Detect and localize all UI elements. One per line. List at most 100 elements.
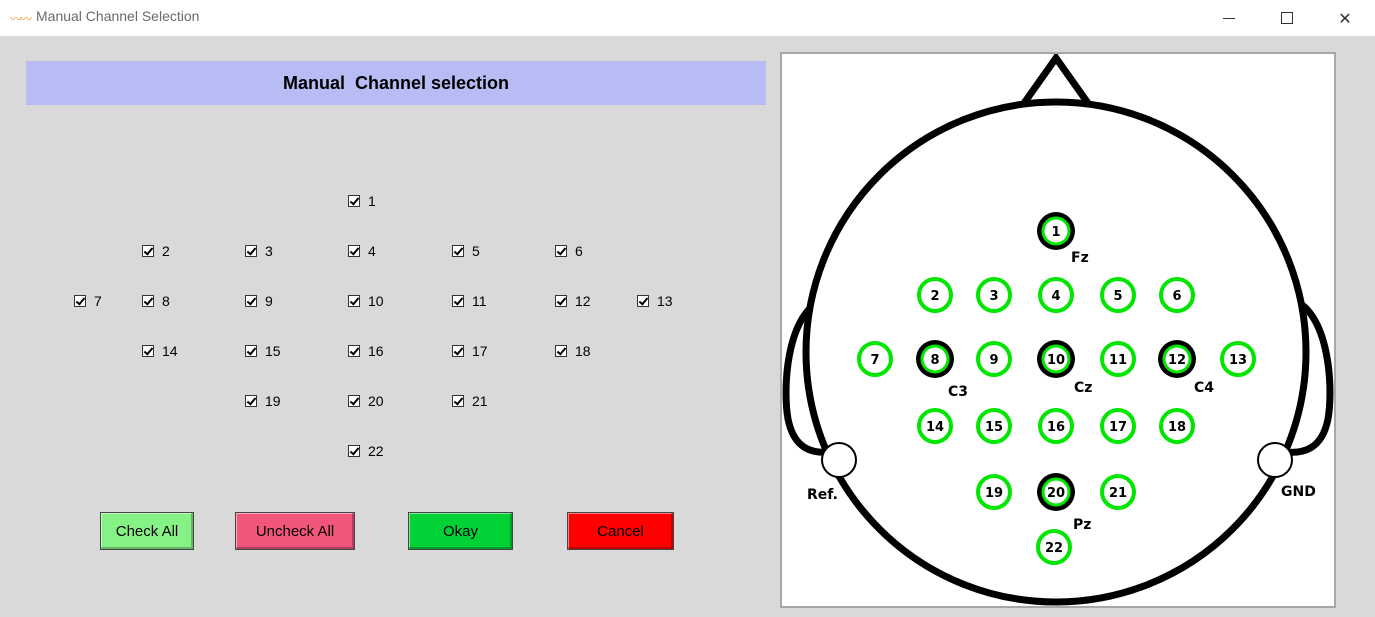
channel-checkbox-17[interactable]: 17: [452, 342, 488, 360]
electrode-ring: [1041, 477, 1071, 507]
channel-checkbox-1[interactable]: 1: [348, 192, 376, 210]
channel-checkbox-14[interactable]: 14: [142, 342, 178, 360]
checkbox-checked-icon[interactable]: [555, 295, 567, 307]
electrode-ring: [1038, 408, 1074, 444]
electrode-ring: [1041, 216, 1071, 246]
electrode-ring: [1220, 341, 1256, 377]
electrode-8: 8: [916, 340, 954, 378]
ref-electrode: [821, 442, 857, 478]
checkbox-label: 16: [368, 343, 384, 359]
electrode-2: 2: [917, 277, 953, 313]
checkbox-label: 18: [575, 343, 591, 359]
electrode-number: 10: [1047, 353, 1065, 368]
electrode-18: 18: [1159, 408, 1195, 444]
checkbox-checked-icon[interactable]: [142, 245, 154, 257]
channel-checkbox-3[interactable]: 3: [245, 242, 273, 260]
electrode-ring: [976, 408, 1012, 444]
checkbox-label: 5: [472, 243, 480, 259]
electrode-15: 15: [976, 408, 1012, 444]
channel-checkbox-8[interactable]: 8: [142, 292, 170, 310]
checkbox-checked-icon[interactable]: [555, 345, 567, 357]
checkbox-checked-icon[interactable]: [452, 295, 464, 307]
channel-checkbox-6[interactable]: 6: [555, 242, 583, 260]
channel-checkbox-9[interactable]: 9: [245, 292, 273, 310]
electrode-number: 13: [1229, 353, 1247, 368]
channel-checkbox-20[interactable]: 20: [348, 392, 384, 410]
checkbox-checked-icon[interactable]: [348, 295, 360, 307]
checkbox-label: 9: [265, 293, 273, 309]
checkbox-checked-icon[interactable]: [637, 295, 649, 307]
checkbox-label: 15: [265, 343, 281, 359]
checkbox-checked-icon[interactable]: [348, 245, 360, 257]
electrode-4: 4: [1038, 277, 1074, 313]
okay-button[interactable]: Okay: [408, 512, 513, 550]
minimize-button[interactable]: [1200, 0, 1258, 36]
channel-checkbox-21[interactable]: 21: [452, 392, 488, 410]
checkbox-checked-icon[interactable]: [142, 345, 154, 357]
checkbox-checked-icon[interactable]: [452, 245, 464, 257]
electrode-12: 12: [1158, 340, 1196, 378]
checkbox-label: 14: [162, 343, 178, 359]
checkbox-label: 19: [265, 393, 281, 409]
maximize-button[interactable]: [1258, 0, 1316, 36]
checkbox-checked-icon[interactable]: [452, 395, 464, 407]
electrode-21: 21: [1100, 474, 1136, 510]
electrode-6: 6: [1159, 277, 1195, 313]
checkbox-checked-icon[interactable]: [142, 295, 154, 307]
electrode-number: 11: [1109, 353, 1127, 368]
channel-checkbox-22[interactable]: 22: [348, 442, 384, 460]
cancel-button[interactable]: Cancel: [567, 512, 674, 550]
checkbox-checked-icon[interactable]: [245, 295, 257, 307]
channel-checkbox-2[interactable]: 2: [142, 242, 170, 260]
electrode-number: 9: [989, 353, 998, 368]
electrode-17: 17: [1100, 408, 1136, 444]
c3-label: C3: [948, 384, 968, 400]
checkbox-checked-icon[interactable]: [348, 345, 360, 357]
electrode-ring: [1100, 408, 1136, 444]
electrode-ring: [1038, 277, 1074, 313]
channel-checkbox-13[interactable]: 13: [637, 292, 673, 310]
right-ear-shape: [1283, 294, 1334, 456]
electrode-ring: [1162, 344, 1192, 374]
checkbox-checked-icon[interactable]: [348, 395, 360, 407]
checkbox-checked-icon[interactable]: [348, 195, 360, 207]
checkbox-label: 20: [368, 393, 384, 409]
electrode-ring: [917, 277, 953, 313]
title-bar: 〰〰 Manual Channel Selection ✕: [0, 0, 1375, 36]
checkbox-checked-icon[interactable]: [452, 345, 464, 357]
checkbox-checked-icon[interactable]: [555, 245, 567, 257]
checkbox-checked-icon[interactable]: [74, 295, 86, 307]
electrode-ring: [920, 344, 950, 374]
electrode-ring: [976, 474, 1012, 510]
channel-checkbox-12[interactable]: 12: [555, 292, 591, 310]
channel-checkbox-19[interactable]: 19: [245, 392, 281, 410]
fz-label: Fz: [1071, 250, 1089, 266]
channel-checkbox-15[interactable]: 15: [245, 342, 281, 360]
checkbox-checked-icon[interactable]: [245, 245, 257, 257]
electrode-14: 14: [917, 408, 953, 444]
checkbox-label: 6: [575, 243, 583, 259]
electrode-number: 8: [930, 353, 939, 368]
channel-checkbox-7[interactable]: 7: [74, 292, 102, 310]
uncheck-all-button[interactable]: Uncheck All: [235, 512, 355, 550]
electrode-ring: [1159, 408, 1195, 444]
electrode-number: 21: [1109, 486, 1127, 501]
check-all-button[interactable]: Check All: [100, 512, 194, 550]
checkbox-label: 10: [368, 293, 384, 309]
electrode-number: 5: [1113, 289, 1122, 304]
channel-checkbox-4[interactable]: 4: [348, 242, 376, 260]
channel-checkbox-10[interactable]: 10: [348, 292, 384, 310]
channel-checkbox-5[interactable]: 5: [452, 242, 480, 260]
checkbox-checked-icon[interactable]: [348, 445, 360, 457]
checkbox-label: 13: [657, 293, 673, 309]
minimize-icon: [1223, 17, 1235, 19]
channel-checkbox-16[interactable]: 16: [348, 342, 384, 360]
electrode-number: 19: [985, 486, 1003, 501]
electrode-ring: [1100, 341, 1136, 377]
checkbox-checked-icon[interactable]: [245, 395, 257, 407]
close-button[interactable]: ✕: [1316, 0, 1374, 36]
channel-checkbox-18[interactable]: 18: [555, 342, 591, 360]
cz-label: Cz: [1074, 380, 1092, 396]
channel-checkbox-11[interactable]: 11: [452, 292, 487, 310]
checkbox-checked-icon[interactable]: [245, 345, 257, 357]
